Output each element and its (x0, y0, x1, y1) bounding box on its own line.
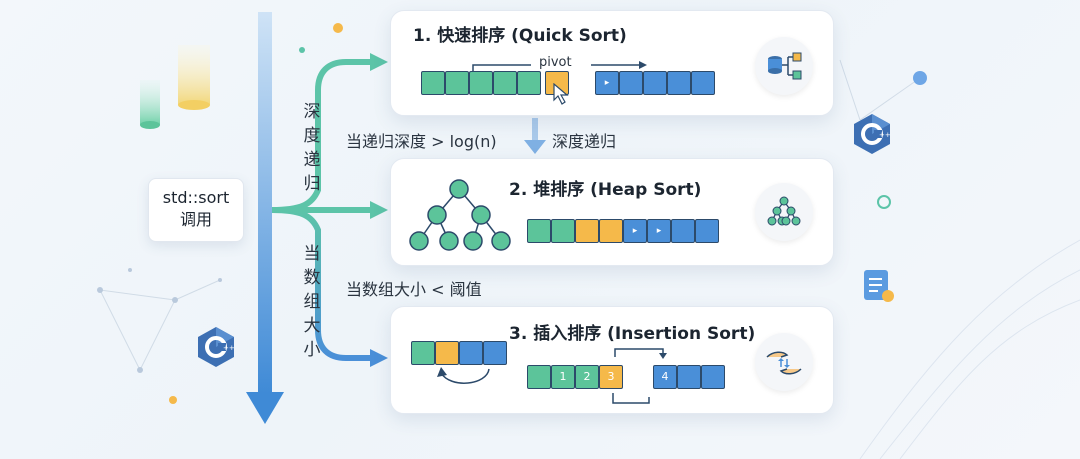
array-cell (677, 365, 701, 389)
entry-line1: std::sort (162, 188, 230, 207)
vchar: 数 (303, 268, 321, 288)
array-cell (411, 341, 435, 365)
pivot-label: pivot (539, 55, 572, 70)
cpp-logo-icon: ++ (198, 327, 235, 367)
array-cell (691, 71, 715, 95)
tree-icon (767, 196, 801, 226)
array-cell (517, 71, 541, 95)
array-cell: 2 (575, 365, 599, 389)
array-cell (575, 219, 599, 243)
array-cell: ▸ (595, 71, 619, 95)
depth-recursion-label: 深度递归 (552, 132, 617, 151)
array-cell (421, 71, 445, 95)
std-sort-entry: std::sort 调用 (148, 178, 244, 242)
insertion-sort-icon-badge (755, 333, 813, 391)
vchar: 深 (303, 102, 321, 122)
array-cell (599, 219, 623, 243)
array-cell: ▸ (623, 219, 647, 243)
heap-sort-card: 2. 堆排序 (Heap Sort) ▸ ▸ (390, 158, 834, 266)
cursor-icon (553, 83, 569, 105)
vchar: 当 (303, 244, 321, 264)
vchar: 度 (303, 126, 321, 146)
heap-sort-title: 2. 堆排序 (Heap Sort) (509, 180, 702, 200)
vchar: 递 (303, 150, 321, 170)
hands-exchange-icon (766, 351, 802, 375)
heap-tree-diagram (409, 179, 511, 251)
array-cell (483, 341, 507, 365)
array-cell (527, 219, 551, 243)
array-cell (643, 71, 667, 95)
condition-depth-label: 当递归深度 > log(n) (346, 132, 497, 151)
entry-line2: 调用 (179, 210, 212, 229)
quick-sort-card: 1. 快速排序 (Quick Sort) pivot ▸ (390, 10, 834, 116)
insertion-sort-card: 3. 插入排序 (Insertion Sort) 1 2 3 4 (390, 306, 834, 414)
array-cell (551, 219, 575, 243)
document-check-icon (864, 270, 894, 302)
vchar: 归 (303, 174, 321, 194)
array-cell: 4 (653, 365, 677, 389)
database-hierarchy-icon (768, 52, 802, 80)
array-cell (445, 71, 469, 95)
vchar: 小 (303, 340, 321, 360)
heap-sort-icon-badge (755, 183, 813, 241)
array-cell: ▸ (647, 219, 671, 243)
array-cell (701, 365, 725, 389)
insert-path-arrow (612, 348, 667, 404)
array-cell: 3 (599, 365, 623, 389)
pivot-bracket (472, 61, 647, 71)
array-cell (435, 341, 459, 365)
array-cell (667, 71, 691, 95)
vchar: 大 (303, 316, 321, 336)
quick-sort-title: 1. 快速排序 (Quick Sort) (413, 26, 627, 46)
cpp-logo-icon: ++ (854, 114, 891, 154)
vchar: 组 (303, 292, 321, 312)
array-cell (671, 219, 695, 243)
array-cell (527, 365, 551, 389)
quick-sort-icon-badge (755, 37, 813, 95)
array-cell: 1 (551, 365, 575, 389)
array-cell (469, 71, 493, 95)
rotate-arrow-icon (437, 367, 490, 384)
array-cell (619, 71, 643, 95)
condition-size-label: 当数组大小 < 阈值 (346, 280, 482, 299)
svg-text:++: ++ (223, 344, 235, 352)
insertion-sort-title: 3. 插入排序 (Insertion Sort) (509, 324, 756, 344)
array-cell (695, 219, 719, 243)
array-cell (493, 71, 517, 95)
array-cell (459, 341, 483, 365)
svg-text:++: ++ (879, 131, 891, 139)
